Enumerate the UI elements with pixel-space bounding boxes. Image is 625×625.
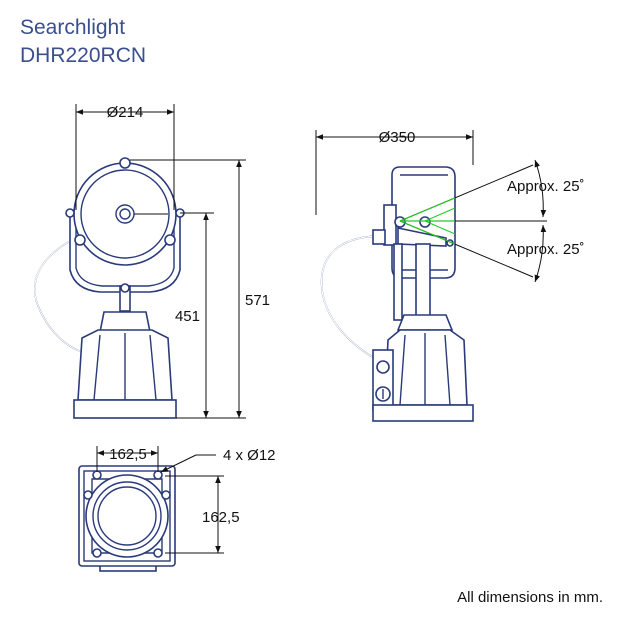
front-view (34, 157, 185, 419)
units-note: All dimensions in mm. (457, 589, 603, 606)
dim-front-diameter: Ø214 (107, 104, 144, 121)
side-dimensions: Ø350 (315, 129, 474, 215)
dim-base-depth: 162,5 (202, 509, 240, 526)
bottom-view (78, 465, 176, 572)
dim-total-height: 571 (245, 292, 270, 309)
angle-down-label: Approx. 25˚ (507, 241, 585, 258)
dim-body-height: 451 (175, 308, 200, 325)
bottom-dimensions: 162,5 162,5 4 x Ø12 (96, 446, 276, 554)
side-view (320, 166, 474, 422)
front-dimensions: Ø214 571 451 (75, 104, 270, 419)
model-number: DHR220RCN (20, 44, 147, 67)
dim-side-diameter: Ø350 (379, 129, 416, 146)
dim-base-width: 162,5 (109, 446, 147, 463)
angle-up-label: Approx. 25˚ (507, 178, 585, 195)
beam-angle: Approx. 25˚ Approx. 25˚ (399, 159, 585, 283)
title: Searchlight (20, 16, 126, 39)
dim-mounting-holes: 4 x Ø12 (223, 447, 276, 464)
